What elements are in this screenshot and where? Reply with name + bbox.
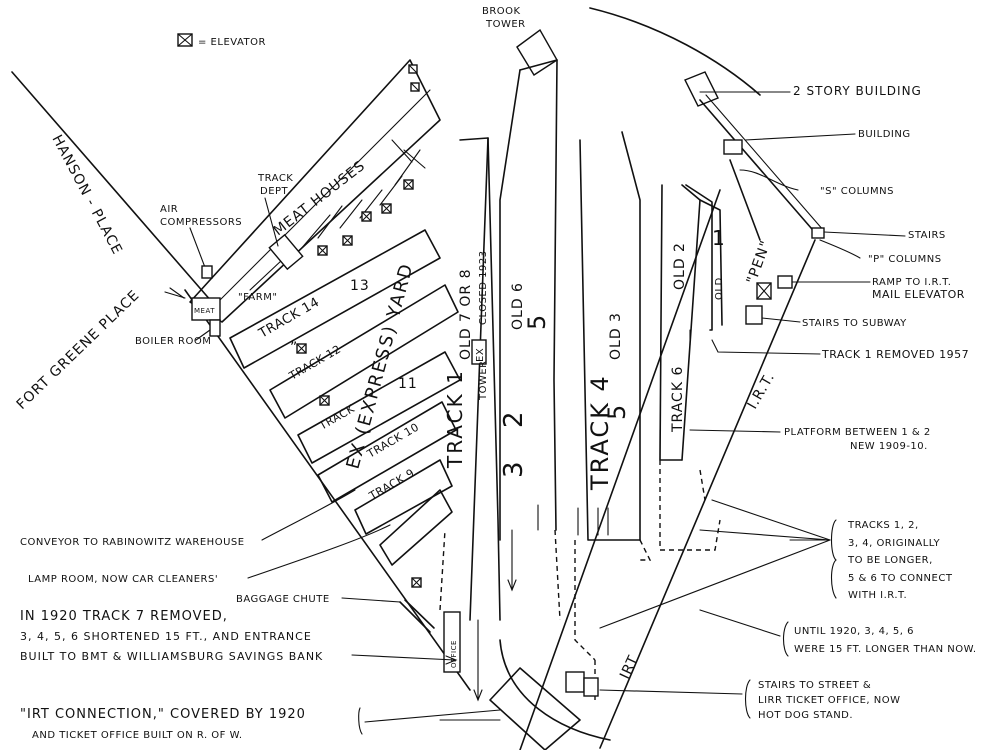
tracks-note-1: TRACKS 1, 2, xyxy=(847,520,919,531)
ditto-mark: ” xyxy=(290,340,298,356)
air-compressors-label-1: AIR xyxy=(160,204,178,215)
building-label: BUILDING xyxy=(858,129,911,140)
irt-line xyxy=(519,189,721,751)
two-story-building-box xyxy=(684,71,719,107)
irt-connection-1: "IRT CONNECTION," COVERED BY 1920 xyxy=(20,707,306,722)
east-buildings xyxy=(684,71,825,325)
brook-tower-box xyxy=(516,28,558,76)
p-columns-label: "P" COLUMNS xyxy=(868,254,942,265)
old-6-label: OLD 6 xyxy=(510,282,526,330)
air-compressors-label-2: COMPRESSORS xyxy=(160,217,242,228)
tracks-note-4: 5 & 6 TO CONNECT xyxy=(848,573,953,584)
track-t-label: TRACK xyxy=(316,402,357,433)
track-2-label: 2 xyxy=(499,409,529,428)
platform-track-2-3 xyxy=(519,59,558,531)
s-columns-label: "S" COLUMNS xyxy=(820,186,894,197)
platform-label-1: PLATFORM BETWEEN 1 & 2 xyxy=(784,427,931,438)
west-boundary xyxy=(184,289,471,691)
meat-label: MEAT xyxy=(194,307,215,315)
track-6-label: TRACK 6 xyxy=(670,366,686,433)
in-1920-line-3: BUILT TO BMT & WILLIAMSBURG SAVINGS BANK xyxy=(20,650,323,663)
track-old-1-num: 1 xyxy=(712,226,727,250)
conveyor-label: CONVEYOR TO RABINOWITZ WAREHOUSE xyxy=(20,537,245,548)
track-5b-label: 5 xyxy=(603,403,631,420)
platform-label-2: NEW 1909-10. xyxy=(850,441,928,452)
irt-label: I.R.T. xyxy=(745,370,779,412)
track-13-label: 13 xyxy=(350,278,370,294)
stairs-street-1: STAIRS TO STREET & xyxy=(758,680,871,691)
pen-label: "PEN" xyxy=(744,238,775,286)
stairs-label: STAIRS xyxy=(908,230,946,241)
track-1-label: TRACK 1 xyxy=(443,369,467,469)
track-3-label: 3 xyxy=(499,459,529,478)
main-tracks: TRACK 1 OLD 7 OR 8 2 3 OLD 6 5 TRACK 4 O… xyxy=(439,59,779,751)
fort-greene-label: FORT GREENE PLACE xyxy=(14,287,143,413)
old-2-label: OLD 2 xyxy=(672,242,688,290)
farm-label: "FARM" xyxy=(238,292,277,303)
platform-track-4-5 xyxy=(579,139,641,541)
platform-track-old-1 xyxy=(685,184,713,331)
old-7-or-8-label: OLD 7 OR 8 xyxy=(458,268,474,360)
in-1920-line-2: 3, 4, 5, 6 SHORTENED 15 FT., AND ENTRANC… xyxy=(20,630,312,643)
outer-arc xyxy=(589,7,761,96)
office-label: OFFICE xyxy=(450,640,458,668)
closed-1923-label: CLOSED 1923 xyxy=(478,250,489,325)
stairs-street-2: LIRR TICKET OFFICE, NOW xyxy=(758,695,901,706)
track-5-label: 5 xyxy=(523,313,551,330)
old-3-label: OLD 3 xyxy=(608,312,624,360)
tracks-note-2: 3, 4, ORIGINALLY xyxy=(848,538,941,549)
brook-tower: BROOK TOWER xyxy=(482,6,558,76)
ex-label: EX xyxy=(475,348,486,362)
track-9-outline xyxy=(354,459,453,535)
east-boundary xyxy=(599,239,816,749)
meat-box xyxy=(191,297,221,321)
stairs-street-3: HOT DOG STAND. xyxy=(758,710,853,721)
building-box xyxy=(723,139,743,155)
until-1920-2: WERE 15 FT. LONGER THAN NOW. xyxy=(794,644,977,655)
elevator-legend: = ELEVATOR xyxy=(177,33,266,48)
stairs-subway-label: STAIRS TO SUBWAY xyxy=(802,318,907,329)
annotations-right: 2 STORY BUILDING BUILDING "S" COLUMNS ST… xyxy=(599,84,977,721)
elevator-icon xyxy=(296,64,422,588)
tracks-note-3: TO BE LONGER, xyxy=(847,555,933,566)
track-dept-label-2: DEPT. xyxy=(260,186,291,197)
tracks-note-5: WITH I.R.T. xyxy=(848,590,907,601)
boiler-room-box xyxy=(209,319,221,337)
track1-removed-label: TRACK 1 REMOVED 1957 xyxy=(821,348,969,361)
brook-tower-label-1: BROOK xyxy=(482,6,521,17)
baggage-chute-label: BAGGAGE CHUTE xyxy=(236,594,330,605)
lamp-room-label: LAMP ROOM, NOW CAR CLEANERS' xyxy=(28,574,218,585)
tower-label: TOWER xyxy=(478,360,489,401)
ramp-label: RAMP TO I.R.T. xyxy=(872,277,951,288)
track-4-label: TRACK 4 xyxy=(586,374,614,491)
ramp-box xyxy=(777,275,793,289)
stairs-box xyxy=(811,227,825,239)
track-dept-label-1: TRACK xyxy=(257,173,293,184)
track-9-label: TRACK 9 xyxy=(366,466,417,503)
stairs-subway-box xyxy=(745,305,763,325)
brook-tower-label-2: TOWER xyxy=(485,19,526,30)
track-11-label: 11 xyxy=(398,376,418,392)
track-11-outline xyxy=(297,351,461,464)
old-1-label: OLD xyxy=(714,277,725,300)
hanson-boundary xyxy=(11,71,213,303)
tower-ex-box xyxy=(471,339,487,365)
elevator-legend-text: = ELEVATOR xyxy=(198,37,266,48)
until-1920-1: UNTIL 1920, 3, 4, 5, 6 xyxy=(794,626,914,637)
two-story-label: 2 STORY BUILDING xyxy=(793,84,922,98)
mail-elevator-label: MAIL ELEVATOR xyxy=(872,288,965,301)
track-14-outline xyxy=(229,229,441,369)
hanson-place-label: HANSON - PLACE xyxy=(48,132,125,257)
in-1920-line-1: IN 1920 TRACK 7 REMOVED, xyxy=(20,609,228,624)
boiler-room-label: BOILER ROOM xyxy=(135,336,211,347)
track-10-outline xyxy=(317,401,457,503)
annotations-left: CONVEYOR TO RABINOWITZ WAREHOUSE LAMP RO… xyxy=(20,489,501,741)
track-12-outline xyxy=(269,284,459,419)
irt-connection-2: AND TICKET OFFICE BUILT ON R. OF W. xyxy=(32,730,243,741)
